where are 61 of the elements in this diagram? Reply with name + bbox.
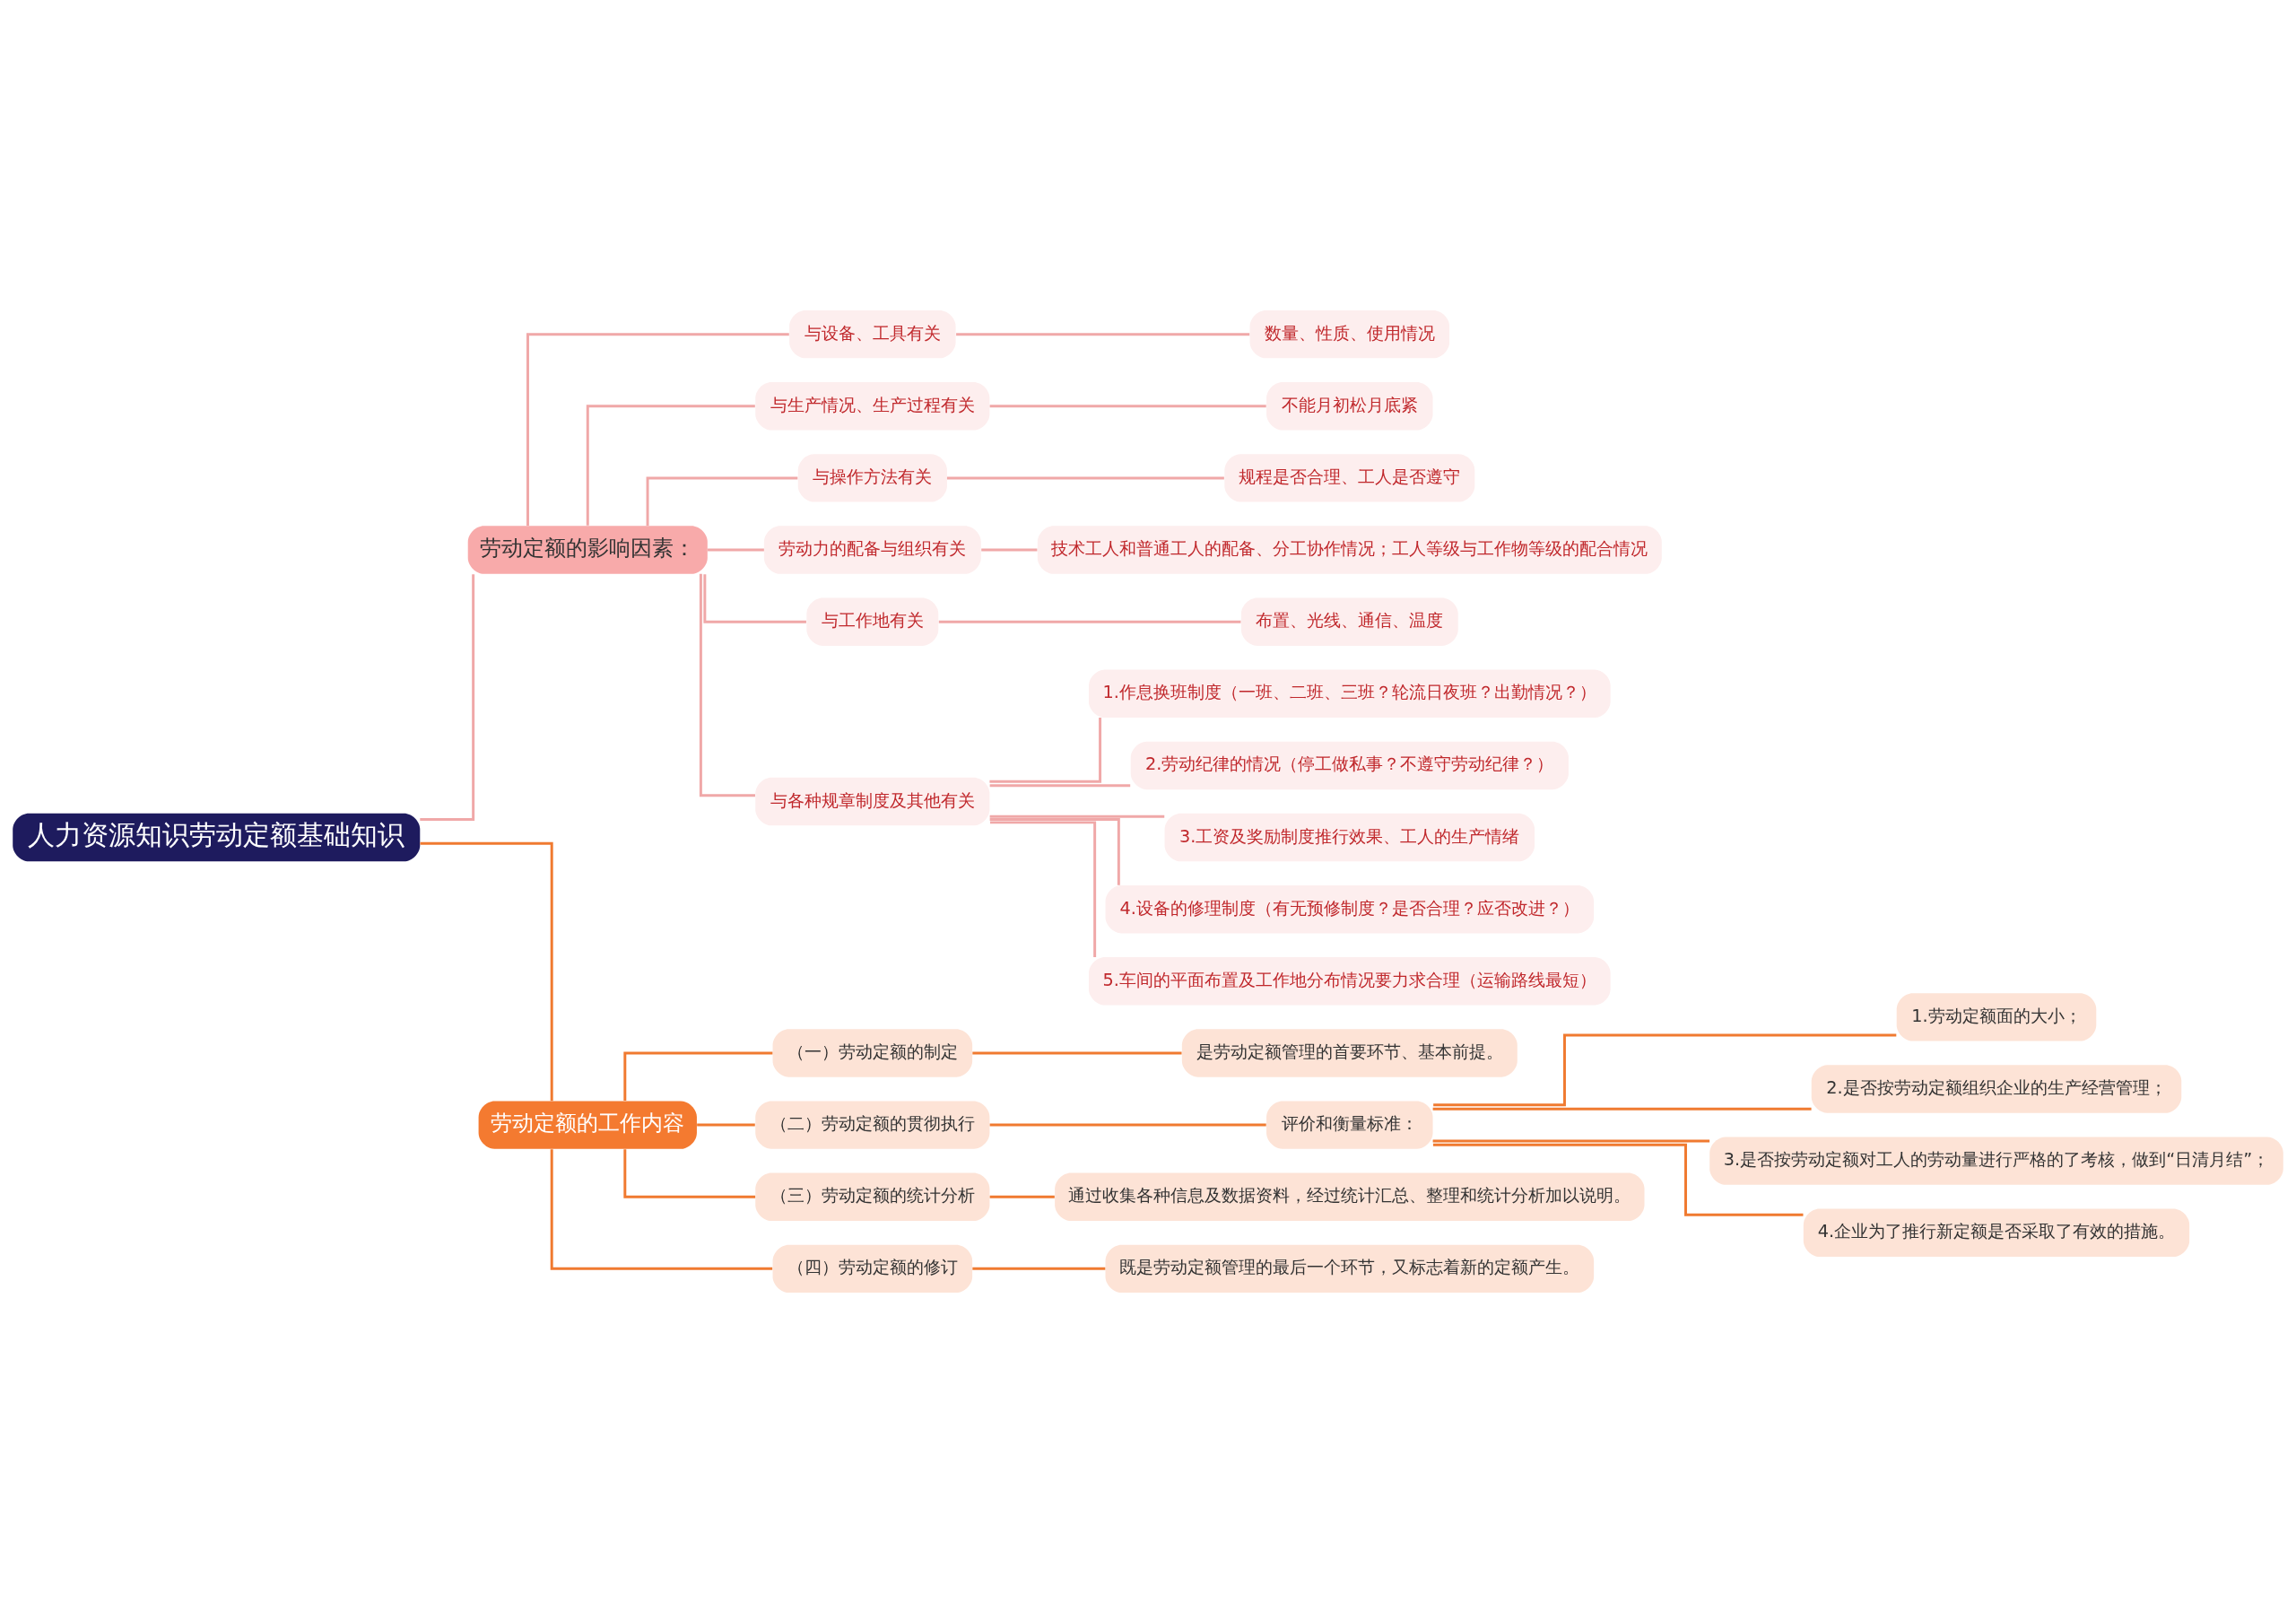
connector xyxy=(550,1149,773,1270)
connector xyxy=(526,333,789,526)
node-box: （二）劳动定额的贯彻执行 xyxy=(755,1101,990,1149)
node-box: （一）劳动定额的制定 xyxy=(772,1029,973,1077)
connector xyxy=(703,574,806,623)
connector xyxy=(938,620,1241,623)
node-box: 4.设备的修理制度（有无预修制度？是否合理？应否改进？） xyxy=(1105,885,1595,934)
node-box: 5.车间的平面布置及工作地分布情况要力求合理（运输路线最短） xyxy=(1088,957,1611,1006)
connector xyxy=(1432,1139,1710,1143)
connector xyxy=(989,815,1165,818)
node-box: 既是劳动定额管理的最后一个环节，又标志着新的定额产生。 xyxy=(1105,1244,1595,1294)
node-box: 2.是否按劳动定额组织企业的生产经营管理； xyxy=(1811,1065,2182,1113)
connector xyxy=(989,718,1102,783)
connector xyxy=(420,841,553,1102)
node-box: 数量、性质、使用情况 xyxy=(1249,309,1450,359)
node-box: 规程是否合理、工人是否遵守 xyxy=(1224,454,1475,502)
node-box: 1.作息换班制度（一班、二班、三班？轮流日夜班？出勤情况？） xyxy=(1088,669,1611,718)
connector xyxy=(1432,1107,1812,1111)
node-box: 人力资源知识劳动定额基础知识 xyxy=(13,813,421,862)
node-box: 布置、光线、通信、温度 xyxy=(1240,597,1458,646)
node-box: 3.是否按劳动定额对工人的劳动量进行严格的了考核，做到“日清月结”； xyxy=(1709,1137,2283,1185)
node-box: 不能月初松月底紧 xyxy=(1266,382,1433,431)
node-box: 通过收集各种信息及数据资料，经过统计汇总、整理和统计分析加以说明。 xyxy=(1055,1172,1645,1221)
node-box: 技术工人和普通工人的配备、分工协作情况；工人等级与工作物等级的配合情况 xyxy=(1037,526,1662,574)
node-box: 是劳动定额管理的首要环节、基本前提。 xyxy=(1181,1029,1518,1077)
connector xyxy=(708,548,764,552)
connector xyxy=(989,784,1131,788)
connector xyxy=(989,1123,1266,1127)
node-box: 与各种规章制度及其他有关 xyxy=(755,777,990,826)
node-box: 2.劳动纪律的情况（停工做私事？不遵守劳动纪律？） xyxy=(1130,741,1569,790)
connector xyxy=(1432,1143,1804,1216)
node-box: 与生产情况、生产过程有关 xyxy=(755,382,990,431)
connector xyxy=(623,1051,773,1101)
node-box: 评价和衡量标准： xyxy=(1266,1101,1433,1149)
connector xyxy=(972,1051,1182,1055)
node-box: 劳动定额的工作内容 xyxy=(478,1101,697,1149)
connector xyxy=(989,1195,1055,1198)
node-box: 劳动定额的影响因素： xyxy=(467,526,708,574)
connector xyxy=(990,821,1097,957)
connector xyxy=(972,1267,1106,1270)
connector xyxy=(623,1149,756,1198)
connector xyxy=(646,476,798,526)
node-box: 3.工资及奖励制度推行效果、工人的生产情绪 xyxy=(1164,813,1535,862)
connector xyxy=(989,818,1120,885)
node-box: 4.企业为了推行新定额是否采取了有效的措施。 xyxy=(1803,1208,2190,1257)
connector xyxy=(989,405,1266,408)
node-box: （三）劳动定额的统计分析 xyxy=(755,1172,990,1221)
connector xyxy=(697,1123,755,1127)
node-box: 与工作地有关 xyxy=(806,597,939,646)
connector xyxy=(420,574,475,821)
connector xyxy=(1433,1033,1897,1107)
connector xyxy=(586,405,755,526)
node-box: （四）劳动定额的修订 xyxy=(772,1244,973,1294)
connector xyxy=(981,548,1038,552)
node-box: 与设备、工具有关 xyxy=(789,309,956,359)
node-box: 1.劳动定额面的大小； xyxy=(1896,993,2097,1041)
node-box: 劳动力的配备与组织有关 xyxy=(763,526,981,574)
connector xyxy=(699,573,755,797)
node-box: 与操作方法有关 xyxy=(797,454,947,502)
connector xyxy=(956,333,1250,336)
connector xyxy=(946,476,1224,480)
